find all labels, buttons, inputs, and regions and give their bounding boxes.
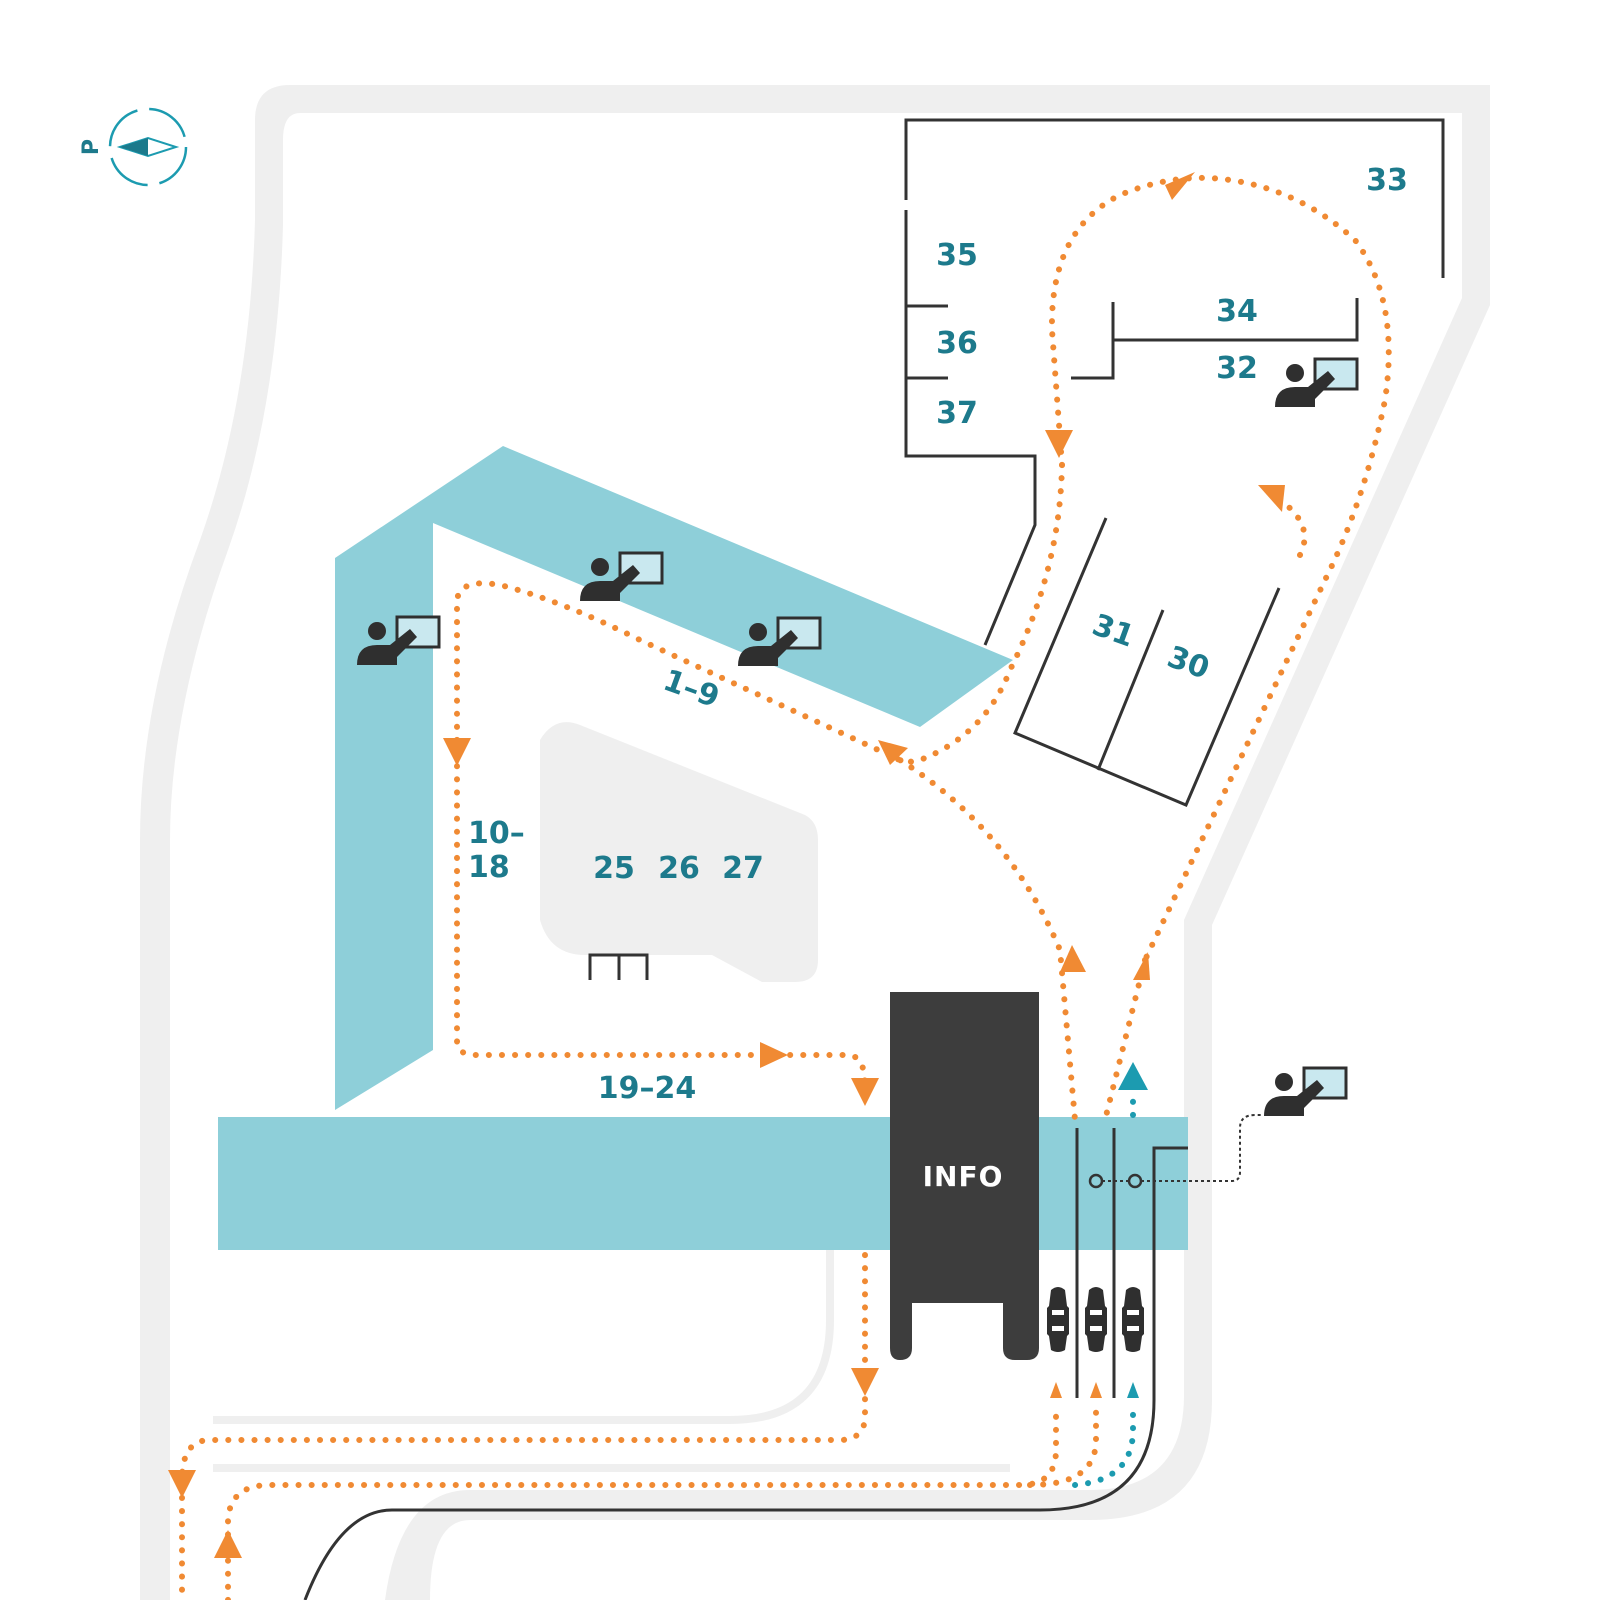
car-icon bbox=[1085, 1287, 1107, 1352]
route-center bbox=[887, 462, 1065, 765]
zone-label-37: 37 bbox=[936, 396, 978, 431]
route-10-24 bbox=[454, 737, 868, 1088]
direction-arrow-icon bbox=[168, 1470, 196, 1498]
touch-screen-kiosk-icon bbox=[1275, 357, 1359, 407]
zone-label-35: 35 bbox=[936, 238, 978, 273]
route-teal-entry bbox=[1072, 1407, 1136, 1488]
lower-lane bbox=[213, 1250, 834, 1424]
direction-arrow-icon bbox=[1050, 1382, 1062, 1398]
zone-label-36: 36 bbox=[936, 326, 978, 361]
zone-label-32: 32 bbox=[1216, 351, 1258, 386]
wall-outer-top bbox=[904, 118, 1445, 278]
route-loop-top bbox=[1048, 174, 1392, 963]
direction-arrow-icon bbox=[760, 1042, 788, 1068]
wall-outer-left bbox=[904, 210, 1037, 646]
zone-label-10-18-line2: 18 bbox=[468, 850, 510, 885]
zone-label-25: 25 bbox=[593, 851, 635, 886]
info-building bbox=[890, 992, 1039, 1360]
direction-arrow-icon bbox=[1133, 952, 1150, 980]
touch-screen-kiosk-icon bbox=[1264, 1066, 1348, 1116]
info-label: INFO bbox=[923, 1160, 1004, 1193]
wall-34 bbox=[1071, 298, 1359, 380]
direction-arrow-icon bbox=[1060, 945, 1086, 972]
zone-label-27: 27 bbox=[722, 851, 764, 886]
highlight-zone-19-24 bbox=[218, 1117, 1188, 1250]
direction-arrow-icon bbox=[214, 1530, 242, 1558]
touch-screen-kiosk-icon bbox=[738, 616, 822, 666]
direction-arrow-icon bbox=[851, 1078, 879, 1106]
entrance-lane-3 bbox=[303, 1146, 1188, 1600]
route-right-down bbox=[1102, 957, 1148, 1123]
zone-label-33: 33 bbox=[1366, 163, 1408, 198]
route-bottom-entry-2 bbox=[1027, 1407, 1099, 1488]
direction-arrow-icon bbox=[1118, 1062, 1148, 1090]
direction-arrow-icon bbox=[1090, 1382, 1102, 1398]
touch-screen-kiosk-icon bbox=[357, 615, 441, 665]
central-island bbox=[540, 722, 818, 982]
touch-screen-kiosk-icon bbox=[580, 551, 664, 601]
zone-label-10-18-line1: 10– bbox=[468, 816, 525, 851]
wall-30-31-block bbox=[1013, 517, 1281, 807]
direction-arrow-icon bbox=[1258, 485, 1285, 512]
car-icon bbox=[1122, 1287, 1144, 1352]
highlight-zone-1-9 bbox=[335, 446, 1013, 1110]
barrier-cable bbox=[1141, 1114, 1262, 1182]
direction-arrow-icon bbox=[1045, 430, 1073, 458]
wall-30-31-divider bbox=[1096, 609, 1165, 771]
direction-arrow-icon bbox=[443, 738, 471, 766]
zone-label-34: 34 bbox=[1216, 294, 1258, 329]
direction-arrow-icon bbox=[1165, 172, 1195, 200]
zone-label-26: 26 bbox=[658, 851, 700, 886]
compass-label: P bbox=[79, 139, 104, 155]
route-bottom-exit bbox=[179, 1252, 868, 1600]
route-1-9 bbox=[454, 580, 1078, 1123]
compass-icon bbox=[108, 107, 188, 187]
direction-arrow-icon bbox=[878, 740, 908, 765]
direction-arrow-icon bbox=[851, 1368, 879, 1396]
car-icon bbox=[1047, 1287, 1069, 1352]
direction-arrow-icon bbox=[1127, 1382, 1139, 1398]
zone-label-19-24: 19–24 bbox=[598, 1071, 697, 1106]
